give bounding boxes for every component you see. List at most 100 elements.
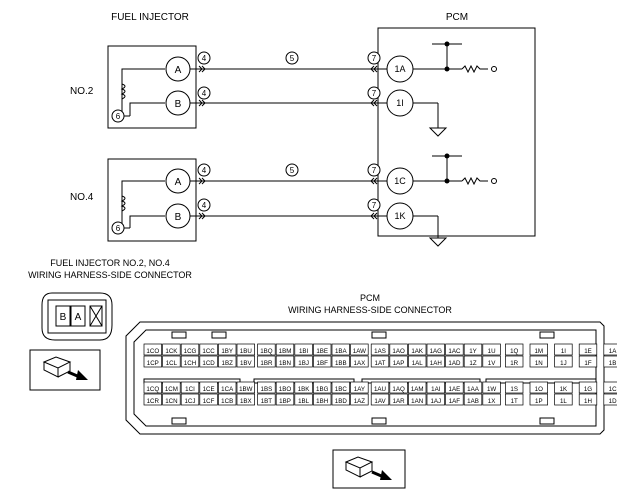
pcm-pin-cell — [408, 355, 427, 368]
pcm-pin-label: 1AP — [393, 360, 405, 367]
pcm-pin-label: 1AA — [467, 386, 480, 393]
pcm-pin-cell — [236, 343, 255, 356]
pcm-pin-label: 1J — [560, 360, 567, 367]
pcm-pin-cell — [554, 393, 573, 406]
injector-no2-box — [107, 45, 197, 129]
pcm-connector-title-2: WIRING HARNESS-SIDE CONNECTOR — [288, 305, 452, 315]
injector-no4-label: NO.4 — [70, 192, 94, 203]
pcm-pin-label: 1I — [561, 348, 566, 355]
pcm-pin-cell — [578, 381, 598, 394]
pcm-pin-label: 1AU — [374, 386, 386, 393]
ground-icon — [428, 127, 448, 137]
marker-7: 7 — [372, 201, 377, 210]
pcm-pin-label: 1V — [488, 360, 496, 367]
pcm-pin-label: 1BJ — [298, 360, 309, 367]
pcm-pin-label: 1CN — [165, 398, 177, 405]
pcm-pin-label: 1BW — [239, 386, 253, 393]
pcm-pin-label: 1AW — [353, 348, 366, 355]
pcm-pin-label: 1AM — [411, 386, 424, 393]
pcm-pin-cell — [275, 343, 295, 356]
pcm-pin-cell — [162, 355, 181, 368]
pcm-pin-cell — [505, 393, 524, 406]
pcm-pin-label: 1O — [535, 386, 543, 393]
pcm-pin-cell — [505, 355, 524, 368]
pcm-pin-label: 1CR — [147, 398, 160, 405]
pcm-pin-label: 1AJ — [430, 398, 441, 405]
marker-4: 4 — [202, 201, 207, 210]
pcm-pin-label: 1CD — [202, 360, 215, 367]
pcm-pin-cell — [389, 393, 408, 406]
pcm-pin-label: 1AB — [467, 398, 479, 405]
pcm-pin-cell — [482, 355, 501, 368]
pcm-pin-label: 1BS — [261, 386, 273, 393]
pin-b-label: B — [175, 99, 182, 110]
pcm-pin-cell — [529, 393, 548, 406]
injector-no4: NO.4 A B 6 — [70, 158, 197, 242]
pcm-pin-cell — [162, 343, 181, 356]
pcm-pin-label: 1AR — [393, 398, 406, 405]
pcm-pin-label: 1BU — [240, 348, 252, 355]
pcm-pin-label: 1AF — [449, 398, 461, 405]
pcm-pin-cell — [408, 393, 427, 406]
pcm-pin-label: 1CE — [203, 386, 215, 393]
pcm-pin-label: 1CA — [221, 386, 234, 393]
pcm-pin-label: 1AD — [448, 360, 461, 367]
connector-view-icon — [29, 349, 101, 391]
pcm-pin-cell — [482, 343, 501, 356]
pcm-pin-cell — [482, 381, 501, 394]
pcm-pin-label: 1BQ — [260, 348, 273, 355]
pcm-pin-cell — [313, 393, 332, 406]
pcm-pin-cell — [180, 393, 200, 406]
wire-markers: 4 4 4 4 5 5 7 7 7 7 — [197, 51, 381, 212]
marker-7: 7 — [372, 54, 377, 63]
marker-6: 6 — [116, 112, 121, 121]
terminal-1a-label: 1A — [394, 64, 405, 74]
pcm-pin-cell — [505, 343, 524, 356]
terminal-1k-label: 1K — [394, 211, 405, 221]
pcm-pin-label: 1AE — [449, 386, 461, 393]
pcm-pin-cell — [294, 355, 313, 368]
marker-4: 4 — [202, 54, 207, 63]
pcm-pin-label: 1CL — [166, 360, 178, 367]
pin-b-label: B — [175, 212, 182, 223]
fuel-injector-title: FUEL INJECTOR — [111, 12, 189, 23]
pcm-pin-cell — [482, 393, 501, 406]
pcm-pin-label: 1AS — [374, 348, 386, 355]
pcm-pin-label: 1CG — [184, 348, 197, 355]
pcm-pin-label: 1BH — [316, 398, 328, 405]
pcm-pin-cell — [180, 381, 200, 394]
marker-6-circle — [111, 109, 125, 123]
pcm-pin-label: 1BY — [221, 348, 233, 355]
injector-no2-label: NO.2 — [70, 86, 94, 97]
pcm-pin-cell — [554, 355, 573, 368]
pcm-pin-label: 1BP — [279, 398, 291, 405]
marker-4: 4 — [202, 89, 207, 98]
pcm-pin-cell — [143, 355, 162, 368]
pcm-pin-cell — [370, 381, 390, 394]
pcm-pin-label: 1AN — [411, 398, 423, 405]
pcm-pin-cell — [236, 381, 255, 394]
pcm-pin-label: 1BL — [298, 398, 310, 405]
pcm-pin-cell — [313, 343, 332, 356]
wires — [190, 65, 388, 220]
pcm-pin-cell — [445, 393, 464, 406]
pcm-pin-cell — [370, 393, 390, 406]
pcm-pin-cell — [370, 355, 390, 368]
pcm-pin-cell — [426, 393, 445, 406]
pcm-pin-label: 1BI — [299, 348, 309, 355]
pcm-pin-label: 1L — [560, 398, 567, 405]
pcm-pin-label: 1AT — [375, 360, 386, 367]
pcm-pin-cell — [408, 381, 427, 394]
connector-pin-b: B — [60, 312, 67, 323]
pcm-pin-label: 1AG — [430, 348, 443, 355]
pcm-pin-label: 1E — [584, 348, 592, 355]
pcm-pin-cell — [603, 381, 617, 394]
pcm-pin-cell — [236, 355, 255, 368]
marker-7: 7 — [372, 166, 377, 175]
pcm-pin-label: 1CF — [203, 398, 215, 405]
pcm-pin-label: 1CP — [147, 360, 159, 367]
pcm-pin-label: 1K — [560, 386, 568, 393]
pcm-pin-label: 1AV — [374, 398, 386, 405]
pcm-pin-label: 1AZ — [354, 398, 366, 405]
